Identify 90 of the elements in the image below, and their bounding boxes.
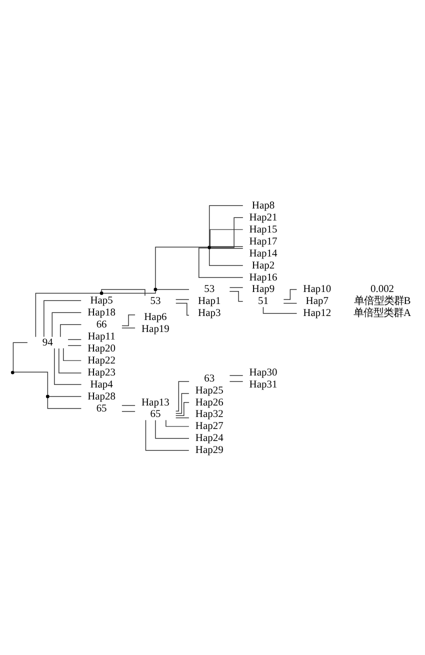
- node-text: Hap12: [303, 308, 332, 319]
- connector: [54, 348, 82, 384]
- node-text: Hap31: [249, 378, 278, 390]
- node-text: Hap10: [303, 284, 332, 295]
- connector: [101, 288, 146, 296]
- node-text: Hap8: [252, 200, 275, 211]
- node-point: [46, 394, 50, 398]
- node-text: Hap9: [252, 284, 275, 295]
- node-text: 94: [42, 336, 53, 348]
- node-text: Hap26: [195, 396, 224, 408]
- connector: [102, 290, 156, 294]
- connector: [145, 419, 190, 450]
- node-text: Hap28: [88, 390, 116, 402]
- node-text: Hap25: [195, 384, 224, 396]
- connector: [229, 286, 244, 288]
- node-text: Hap6: [144, 311, 167, 322]
- connector: [210, 246, 244, 247]
- connector: [210, 216, 244, 248]
- connector: [208, 204, 244, 246]
- node-text: Hap4: [90, 378, 113, 390]
- label: 单倍型类群B: [354, 296, 411, 307]
- node-text: Hap3: [198, 308, 221, 319]
- node-text: Hap17: [249, 236, 278, 247]
- node-text: Hap24: [195, 432, 224, 444]
- node-text: 53: [150, 296, 161, 307]
- label: 0.002: [370, 284, 394, 295]
- node-text: Hap16: [249, 272, 278, 283]
- node-text: 51: [258, 296, 268, 307]
- node-point: [154, 287, 158, 291]
- connector: [229, 374, 244, 376]
- node-text: Hap7: [306, 296, 328, 307]
- connector: [122, 327, 136, 328]
- connector: [156, 288, 190, 290]
- connector: [122, 404, 136, 406]
- connector: [175, 402, 190, 416]
- connector: [166, 419, 190, 426]
- connector: [52, 312, 82, 337]
- node-text: Hap22: [88, 354, 116, 366]
- connector: [44, 300, 82, 337]
- connector: [208, 248, 244, 266]
- connector: [175, 298, 190, 300]
- node-text: Hap19: [142, 323, 170, 334]
- node-text: 53: [204, 284, 215, 295]
- node-text: Hap15: [249, 224, 278, 235]
- connector: [176, 302, 190, 316]
- node-text: Hap13: [142, 396, 170, 408]
- node-text: Hap2: [252, 260, 275, 271]
- connector: [283, 302, 298, 304]
- node-point: [100, 290, 104, 294]
- node-text: Hap29: [195, 444, 224, 456]
- connector: [122, 410, 136, 412]
- connector: [283, 288, 298, 300]
- connector: [68, 344, 82, 346]
- node-text: Hap20: [88, 342, 116, 354]
- connector: [175, 392, 190, 414]
- node-text: 63: [204, 372, 215, 384]
- node-text: Hap5: [90, 294, 113, 306]
- connector: [229, 290, 244, 302]
- connector: [63, 347, 82, 360]
- node-text: 66: [96, 318, 107, 330]
- node-text: Hap1: [198, 296, 221, 307]
- connector: [12, 342, 28, 372]
- connector: [122, 314, 136, 326]
- node-text: Hap23: [88, 366, 116, 378]
- connector: [14, 371, 48, 395]
- node-text: Hap11: [88, 330, 116, 342]
- connector: [155, 246, 208, 288]
- connector: [175, 380, 190, 411]
- connector: [175, 416, 190, 418]
- connector: [58, 348, 82, 373]
- connector: [155, 419, 190, 438]
- node-point: [208, 245, 212, 249]
- node-text: 65: [96, 402, 107, 414]
- node-point: [10, 370, 14, 374]
- connector: [229, 380, 244, 382]
- connector: [210, 228, 244, 246]
- connector: [47, 397, 82, 408]
- node-text: Hap18: [88, 306, 116, 318]
- node-text: Hap27: [195, 420, 224, 432]
- node-text: Hap14: [249, 248, 278, 259]
- connector: [35, 292, 101, 337]
- connector: [198, 247, 244, 278]
- connector: [262, 306, 298, 314]
- node-text: Hap32: [195, 408, 224, 420]
- node-text: Hap30: [249, 366, 278, 378]
- node-text: 65: [150, 408, 161, 420]
- connector: [60, 324, 82, 337]
- node-text: Hap21: [249, 212, 278, 223]
- label: 单倍型类群A: [353, 308, 412, 319]
- connector: [68, 338, 82, 340]
